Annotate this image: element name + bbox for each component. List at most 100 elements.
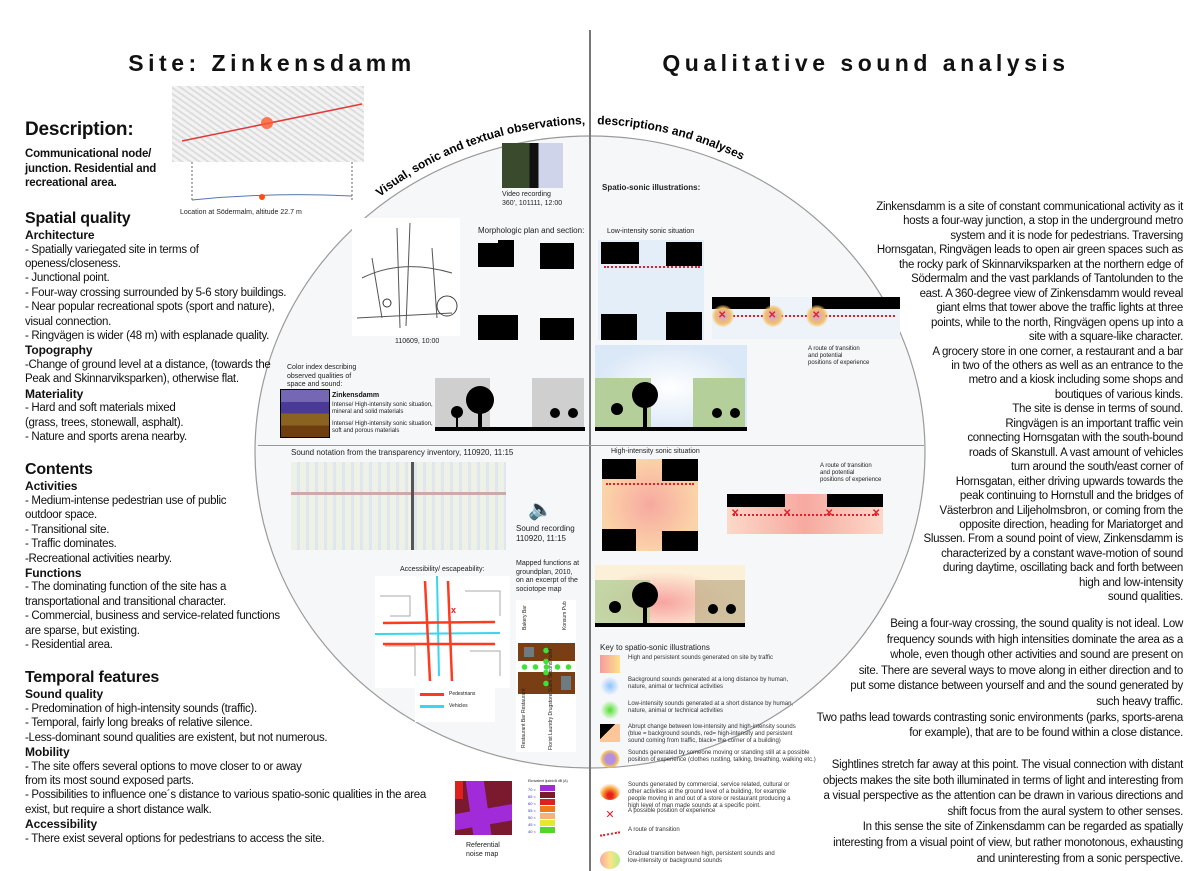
key-item: ✕A possible position of experience [598, 808, 798, 828]
color-index-item-soft: Intense/ High-intensity sonic situation,… [332, 421, 433, 434]
ground-level-sound-swatch-icon [600, 782, 620, 800]
paragraph-line: east. A 360-degree view of Zinkensdamm w… [919, 287, 1184, 300]
morphologic-plan [470, 240, 582, 340]
paragraph-line: for example), that are to be found withi… [909, 727, 1183, 740]
key-item-text: A possible position of experience [628, 808, 715, 815]
paragraph-line: metro and a kiosk including some shops a… [968, 374, 1184, 387]
key-item: Sounds generated by commercial, service … [598, 782, 798, 809]
subsection-heading: Sound quality [25, 687, 104, 702]
high-intensity-caption: High-intensity sonic situation [611, 448, 700, 455]
noise-level-swatch [540, 813, 555, 819]
key-text-line: A route of transition [628, 827, 680, 833]
street-section [435, 378, 585, 431]
x-mark-icon: ✕ [731, 508, 740, 519]
paragraph-line: objects makes the site both illuminated … [822, 774, 1183, 787]
key-item-text: High and persistent sounds generated on … [628, 655, 773, 662]
paragraph-line: giant elms that tower above the traffic … [936, 302, 1183, 315]
site-title: Site: Zinkensdamm [128, 50, 416, 76]
noise-legend-title: Ekvivalent ljudnivå dB (A) [528, 779, 568, 783]
color-index-swatch [280, 389, 330, 438]
key-text-line: sound coming from traffic, black= the co… [628, 738, 781, 744]
noise-level-label: 55 < [528, 808, 536, 813]
property-line: - Spatially variegated site in terms of [25, 243, 199, 256]
key-text-line: people moving in and out of a store or r… [628, 796, 791, 802]
description-line: junction. Residential and [25, 162, 157, 175]
description-heading: Description: [25, 119, 134, 140]
noise-level-label: 50 < [528, 815, 536, 820]
property-line: are sparse, but existing. [25, 624, 140, 637]
key-heading: Key to spatio-sonic illustrations [600, 643, 710, 652]
accessibility-legend: Pedestrians Vehicles [415, 688, 495, 722]
video-thumbnail[interactable] [502, 143, 563, 188]
noise-legend: Ekvivalent ljudnivå dB (A) 70 < 65 < 60 < 5… [528, 779, 588, 839]
paragraph-line: system and it is node for pedestrians. T… [950, 229, 1183, 242]
high-intensity-route-strip: ✕✕✕✕ [727, 494, 883, 534]
speaker-icon[interactable]: 🔈 [528, 499, 553, 521]
property-line: visual connection. [25, 315, 112, 328]
noise-level-label: 60 < [528, 801, 536, 806]
property-line: -Recreational activities nearby. [25, 552, 172, 565]
spatio-sonic-heading: Spatio-sonic illustrations: [602, 183, 701, 192]
key-text-line: nature, animal or technical activities [628, 708, 724, 714]
section-heading: Contents [25, 461, 93, 479]
noise-level-swatch [540, 792, 555, 798]
paragraph-line: frequency sounds with high intensities d… [886, 633, 1184, 646]
x-mark-icon: ✕ [718, 310, 727, 321]
paragraph-line: hosts a four-way junction, a stop in the… [903, 215, 1183, 228]
key-text-line: Low-intensity sounds generated at a shor… [628, 701, 794, 707]
property-line: - Near popular recreational spots (sport… [25, 301, 275, 314]
high-intensity-section [595, 565, 745, 627]
low-intensity-section [595, 345, 747, 431]
property-line: - Ringvägen is wider (48 m) with esplana… [25, 329, 270, 342]
noise-level-label: 70 < [528, 787, 536, 792]
key-item-text: Sounds generated by commercial, service … [628, 782, 790, 810]
background-sound-swatch-icon [600, 677, 620, 695]
low-intensity-caption: Low-intensity sonic situation [607, 228, 695, 235]
high-intensity-plan [602, 459, 698, 551]
sociotope-label: Konsum Pub [562, 601, 568, 630]
property-line: -Change of ground level at a distance, (… [25, 358, 271, 371]
key-item-text: A route of transition [628, 827, 680, 834]
x-mark-icon: ✕ [825, 508, 834, 519]
location-caption: Location at Södermalm, altitude 22.7 m [180, 209, 302, 216]
sociotope-label: Bakery Bar [522, 605, 528, 630]
key-text-line: High and persistent sounds generated on … [628, 655, 773, 661]
noise-level-label: 40 < [528, 829, 536, 834]
subsection-heading: Accessibility [25, 817, 98, 832]
position-sound-swatch-icon [600, 750, 620, 768]
paragraph-line: peak continuing to Hornstull and the bri… [959, 490, 1183, 503]
property-line: - Hard and soft materials mixed [25, 402, 176, 415]
analysis-paragraph-1: Zinkensdamm is a site of constant commun… [876, 200, 1183, 605]
subsection-heading: Materiality [25, 386, 84, 401]
color-index-site: Zinkensdamm [332, 392, 380, 399]
paragraph-line: the rocky park of Skinnarviksparken at t… [898, 258, 1183, 271]
key-item-text: Background sounds generated at a long di… [628, 677, 788, 691]
paragraph-line: Two paths lead towards contrasting sonic… [816, 711, 1184, 724]
key-item-text: Gradual transition between high, persist… [628, 851, 775, 865]
subsection-heading: Activities [25, 479, 78, 494]
section-heading: Spatial quality [25, 210, 131, 227]
x-mark-icon: ✕ [783, 508, 792, 519]
low-intensity-plan [598, 240, 704, 340]
paragraph-line: Slussen. From a sound point of view, Zin… [923, 533, 1183, 546]
subsection-heading: Topography [25, 343, 93, 358]
route-line-icon [599, 831, 621, 837]
noise-level-label: 65 < [528, 794, 536, 799]
property-line: - Traffic dominates. [25, 538, 117, 551]
paragraph-line: during daytime, oscillating back and for… [942, 562, 1183, 575]
property-line: - Predomination of high-intensity sounds… [25, 702, 257, 715]
key-item: Low-intensity sounds generated at a shor… [598, 701, 798, 721]
paragraph-line: in two of the others as well as an entra… [951, 359, 1183, 372]
paragraph-line: Zinkensdamm is a site of constant commun… [876, 201, 1183, 213]
key-item-text: Sounds generated by someone moving or st… [628, 750, 816, 764]
sociotope-label: Florist Laundry Drugstore Sushi Second h… [548, 648, 554, 750]
key-item: A route of transition [598, 827, 798, 847]
property-line: exist, but require a short distance walk… [25, 803, 212, 816]
location-map-image [172, 86, 364, 162]
section-heading: Temporal features [25, 669, 160, 687]
property-line: - Residential area. [25, 639, 113, 652]
